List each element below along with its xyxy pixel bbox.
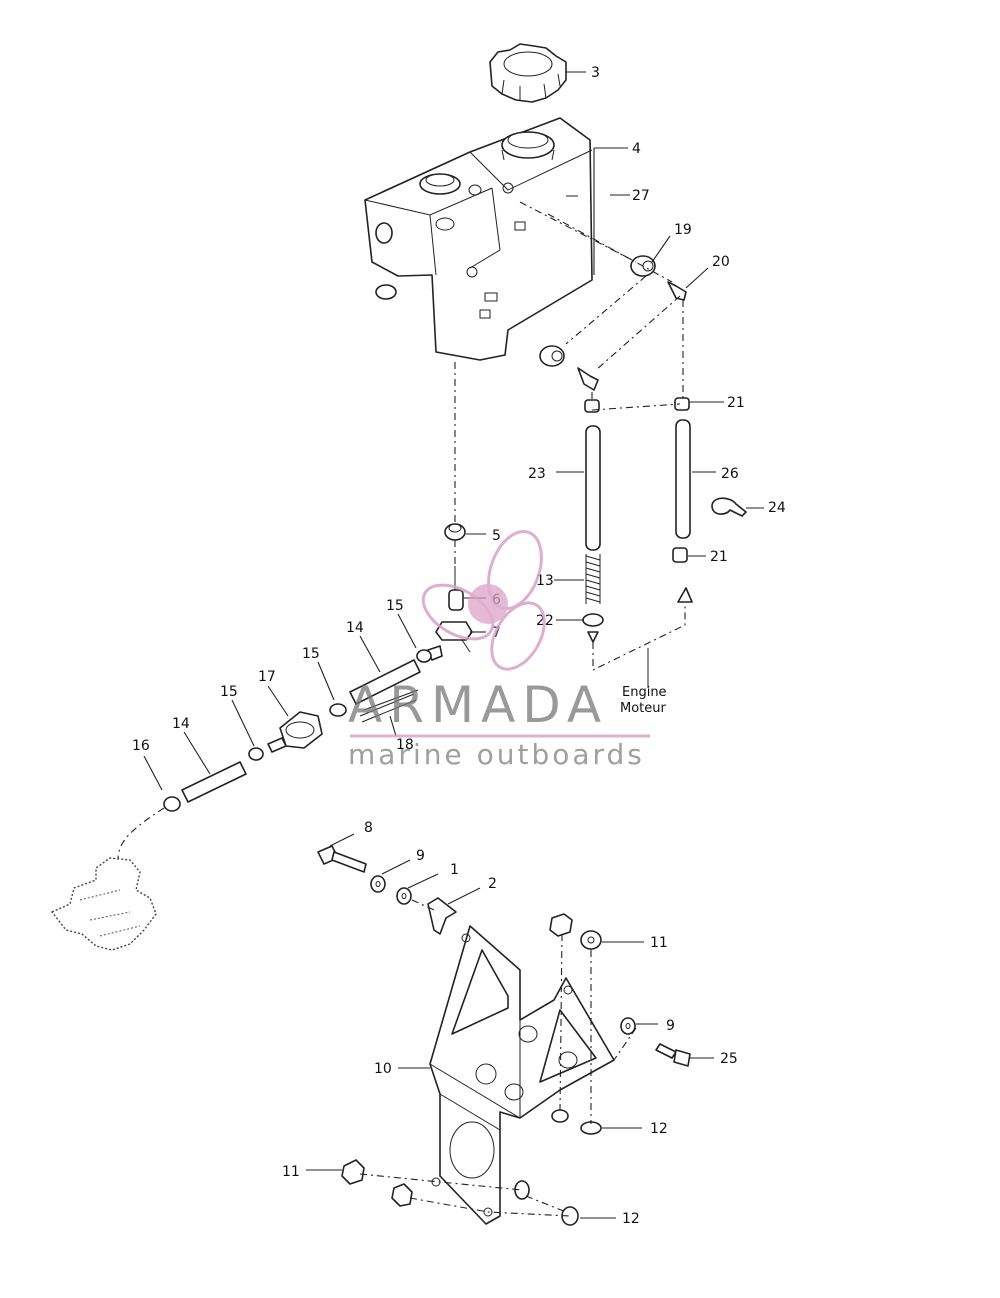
- hose-26: [675, 419, 691, 539]
- clamp-21: [584, 397, 690, 563]
- callout-9-upper: 9: [416, 848, 425, 864]
- propeller-logo: [421, 530, 546, 671]
- callout-19: 19: [674, 222, 692, 238]
- clamp-22: [582, 613, 604, 643]
- callout-4: 4: [632, 141, 641, 157]
- check-valve-6: [448, 566, 464, 611]
- clip-2: [427, 897, 457, 935]
- callout-16: 16: [132, 738, 150, 754]
- bolt-25: [655, 1043, 691, 1067]
- callout-9-lower: 9: [666, 1018, 675, 1034]
- armada-watermark: ARMADA marine outboards: [348, 530, 650, 771]
- callout-21-lower: 21: [710, 549, 728, 565]
- callout-10: 10: [374, 1061, 392, 1077]
- callout-17: 17: [258, 669, 276, 685]
- watermark-title: ARMADA: [348, 676, 608, 734]
- callout-5: 5: [492, 528, 501, 544]
- mounting-bracket-10: [429, 925, 615, 1225]
- watermark-subtitle: marine outboards: [348, 738, 645, 771]
- fuel-line-assembly: [117, 649, 432, 861]
- callout-15-c: 15: [220, 684, 238, 700]
- engine-sketch: [50, 857, 157, 951]
- callout-15-a: 15: [386, 598, 404, 614]
- engine-label: Engine Moteur: [620, 685, 667, 716]
- grommet-5: [444, 523, 466, 541]
- callout-24: 24: [768, 500, 786, 516]
- callout-25: 25: [720, 1051, 738, 1067]
- washer-12: [514, 1109, 602, 1226]
- callout-15-b: 15: [302, 646, 320, 662]
- callout-14-b: 14: [172, 716, 190, 732]
- washer-9-lower: [620, 1017, 636, 1035]
- callout-20: 20: [712, 254, 730, 270]
- spring-18: [359, 689, 419, 723]
- callout-27: 27: [632, 188, 650, 204]
- elbow-fitting-20: [577, 281, 687, 391]
- engine-label-en: Engine: [622, 685, 667, 700]
- callout-11-left: 11: [282, 1164, 300, 1180]
- spring-13: [585, 554, 601, 604]
- callout-13: 13: [536, 573, 554, 589]
- engine-label-fr: Moteur: [620, 701, 667, 716]
- bolt-8: [317, 845, 367, 873]
- tie-wrap-24: [711, 497, 747, 517]
- nut-11: [341, 913, 602, 1207]
- callout-1: 1: [450, 862, 459, 878]
- callout-26: 26: [721, 466, 739, 482]
- tank-cap: [489, 43, 567, 103]
- washer-1: [396, 887, 412, 905]
- callout-18: 18: [396, 737, 414, 753]
- hose-23: [585, 425, 601, 551]
- callout-12-lower: 12: [622, 1211, 640, 1227]
- callout-3: 3: [591, 65, 600, 81]
- leader-lines: [143, 71, 764, 1219]
- assembly-lines: [359, 201, 684, 1217]
- callout-12-upper: 12: [650, 1121, 668, 1137]
- callout-2: 2: [488, 876, 497, 892]
- callout-8: 8: [364, 820, 373, 836]
- callout-21-upper: 21: [727, 395, 745, 411]
- washer-9-upper: [370, 875, 386, 893]
- callout-23: 23: [528, 466, 546, 482]
- tee-fitting-7: [427, 621, 473, 661]
- callout-11-right: 11: [650, 935, 668, 951]
- engine-connection-arrows: [592, 587, 693, 688]
- callout-14-a: 14: [346, 620, 364, 636]
- oil-tank: [364, 117, 593, 361]
